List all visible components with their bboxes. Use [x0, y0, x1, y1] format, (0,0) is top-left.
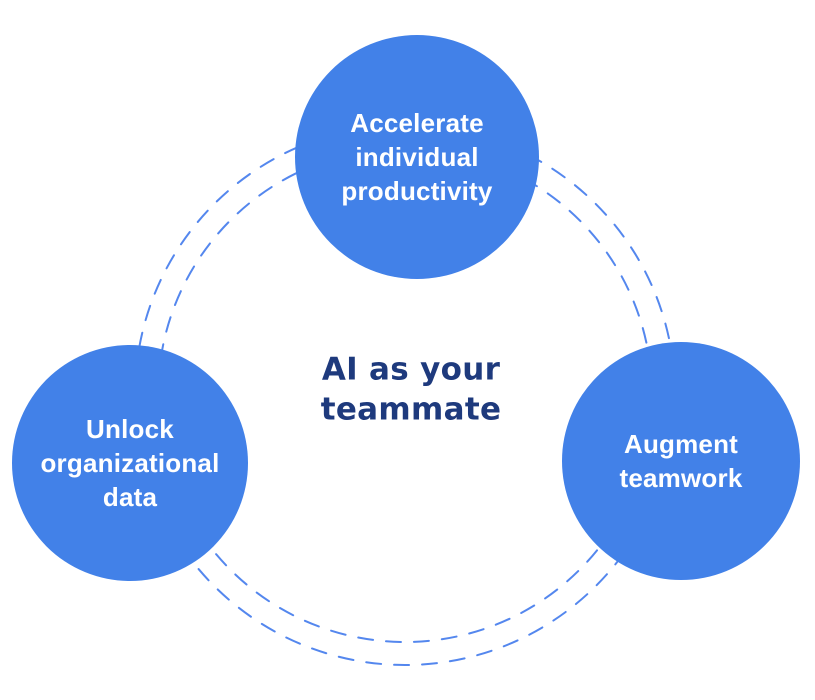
node-label: Unlock organizational data [40, 413, 220, 513]
node-unlock-organizational-data: Unlock organizational data [12, 345, 248, 581]
node-augment-teamwork: Augment teamwork [562, 342, 800, 580]
node-accelerate-individual-productivity: Accelerate individual productivity [295, 35, 539, 279]
node-label: Accelerate individual productivity [341, 107, 493, 207]
center-title: AI as your teammate [320, 351, 502, 427]
node-label: Augment teamwork [619, 428, 743, 493]
